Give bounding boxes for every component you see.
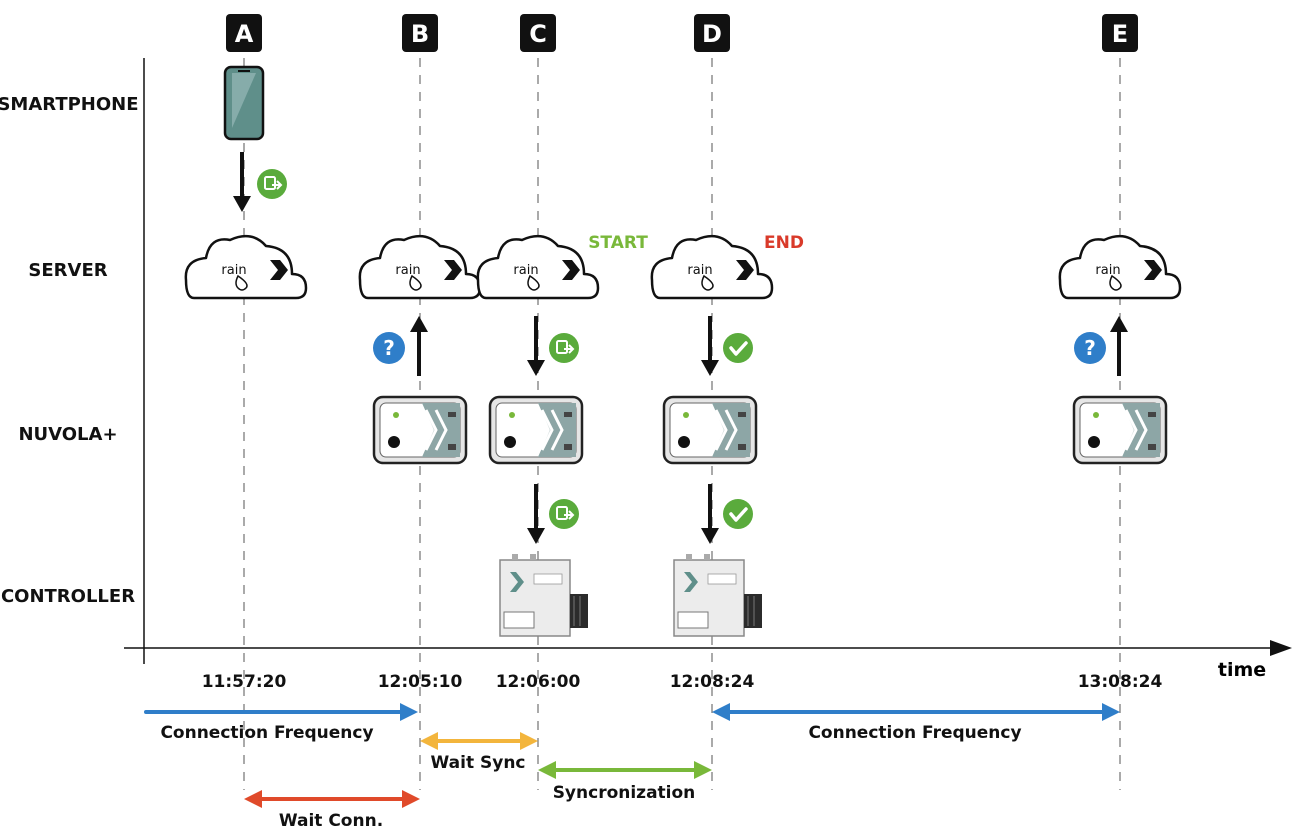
arrow-down-server-to-nuvola-d <box>701 316 719 376</box>
svg-text:B: B <box>411 20 429 48</box>
event-badge-a: A <box>226 14 262 52</box>
nuvola-device-icon-b <box>372 395 468 465</box>
interval-syncronization <box>538 761 712 779</box>
interval-label-syncronization: Syncronization <box>553 783 696 803</box>
arrow-down-server-to-nuvola-c <box>527 316 545 376</box>
svg-text:A: A <box>235 20 254 48</box>
event-badge-e: E <box>1102 14 1138 52</box>
svg-text:D: D <box>702 20 722 48</box>
event-badge-d: D <box>694 14 730 52</box>
time-axis-label: time <box>1218 659 1266 681</box>
arrow-down-smartphone-to-server <box>233 152 251 212</box>
start-label: START <box>588 233 648 253</box>
end-label: END <box>764 233 804 253</box>
interval-connection-frequency-2 <box>712 703 1120 721</box>
nuvola-device-icon-c <box>488 395 584 465</box>
interval-label-wait-conn: Wait Conn. <box>279 811 383 831</box>
controller-device-icon-c <box>499 553 589 637</box>
cloud-logo-text-d: rain <box>687 263 712 278</box>
row-label-smartphone: SMARTPHONE <box>0 94 139 115</box>
svg-text:C: C <box>529 20 547 48</box>
sync-icon-a <box>256 168 288 200</box>
sync-icon-c-server <box>548 332 580 364</box>
interval-label-wait-sync: Wait Sync <box>431 753 526 773</box>
check-icon-d-server <box>721 331 755 365</box>
arrow-down-nuvola-to-controller-c <box>527 484 545 544</box>
check-icon-d-controller <box>721 497 755 531</box>
cloud-logo-text-b: rain <box>395 263 420 278</box>
time-label-b: 12:05:10 <box>378 672 463 692</box>
time-label-e: 13:08:24 <box>1078 672 1163 692</box>
time-label-d: 12:08:24 <box>670 672 755 692</box>
time-label-a: 11:57:20 <box>202 672 287 692</box>
svg-text:E: E <box>1112 20 1128 48</box>
nuvola-device-icon-e <box>1072 395 1168 465</box>
question-icon-b <box>373 332 405 364</box>
interval-wait-conn <box>244 790 420 808</box>
row-label-server: SERVER <box>28 260 107 281</box>
event-badge-c: C <box>520 14 556 52</box>
row-label-nuvola: NUVOLA+ <box>18 424 117 445</box>
cloud-logo-text-a: rain <box>221 263 246 278</box>
event-badge-b: B <box>402 14 438 52</box>
time-label-c: 12:06:00 <box>496 672 581 692</box>
cloud-logo-text-e: rain <box>1095 263 1120 278</box>
smartphone-icon <box>223 65 265 141</box>
question-icon-e <box>1074 332 1106 364</box>
cloud-logo-text-c: rain <box>513 263 538 278</box>
interval-label-connection-frequency-1: Connection Frequency <box>160 723 373 743</box>
time-axis-arrowhead <box>1270 640 1292 656</box>
row-label-controller: CONTROLLER <box>1 586 135 607</box>
interval-label-connection-frequency-2: Connection Frequency <box>808 723 1021 743</box>
arrow-up-nuvola-to-server-b <box>410 316 428 376</box>
arrow-up-nuvola-to-server-e <box>1110 316 1128 376</box>
controller-device-icon-d <box>673 553 763 637</box>
nuvola-device-icon-d <box>662 395 758 465</box>
arrow-down-nuvola-to-controller-d <box>701 484 719 544</box>
sync-icon-c-controller <box>548 498 580 530</box>
interval-connection-frequency-1 <box>144 703 418 721</box>
interval-wait-sync <box>420 732 538 750</box>
